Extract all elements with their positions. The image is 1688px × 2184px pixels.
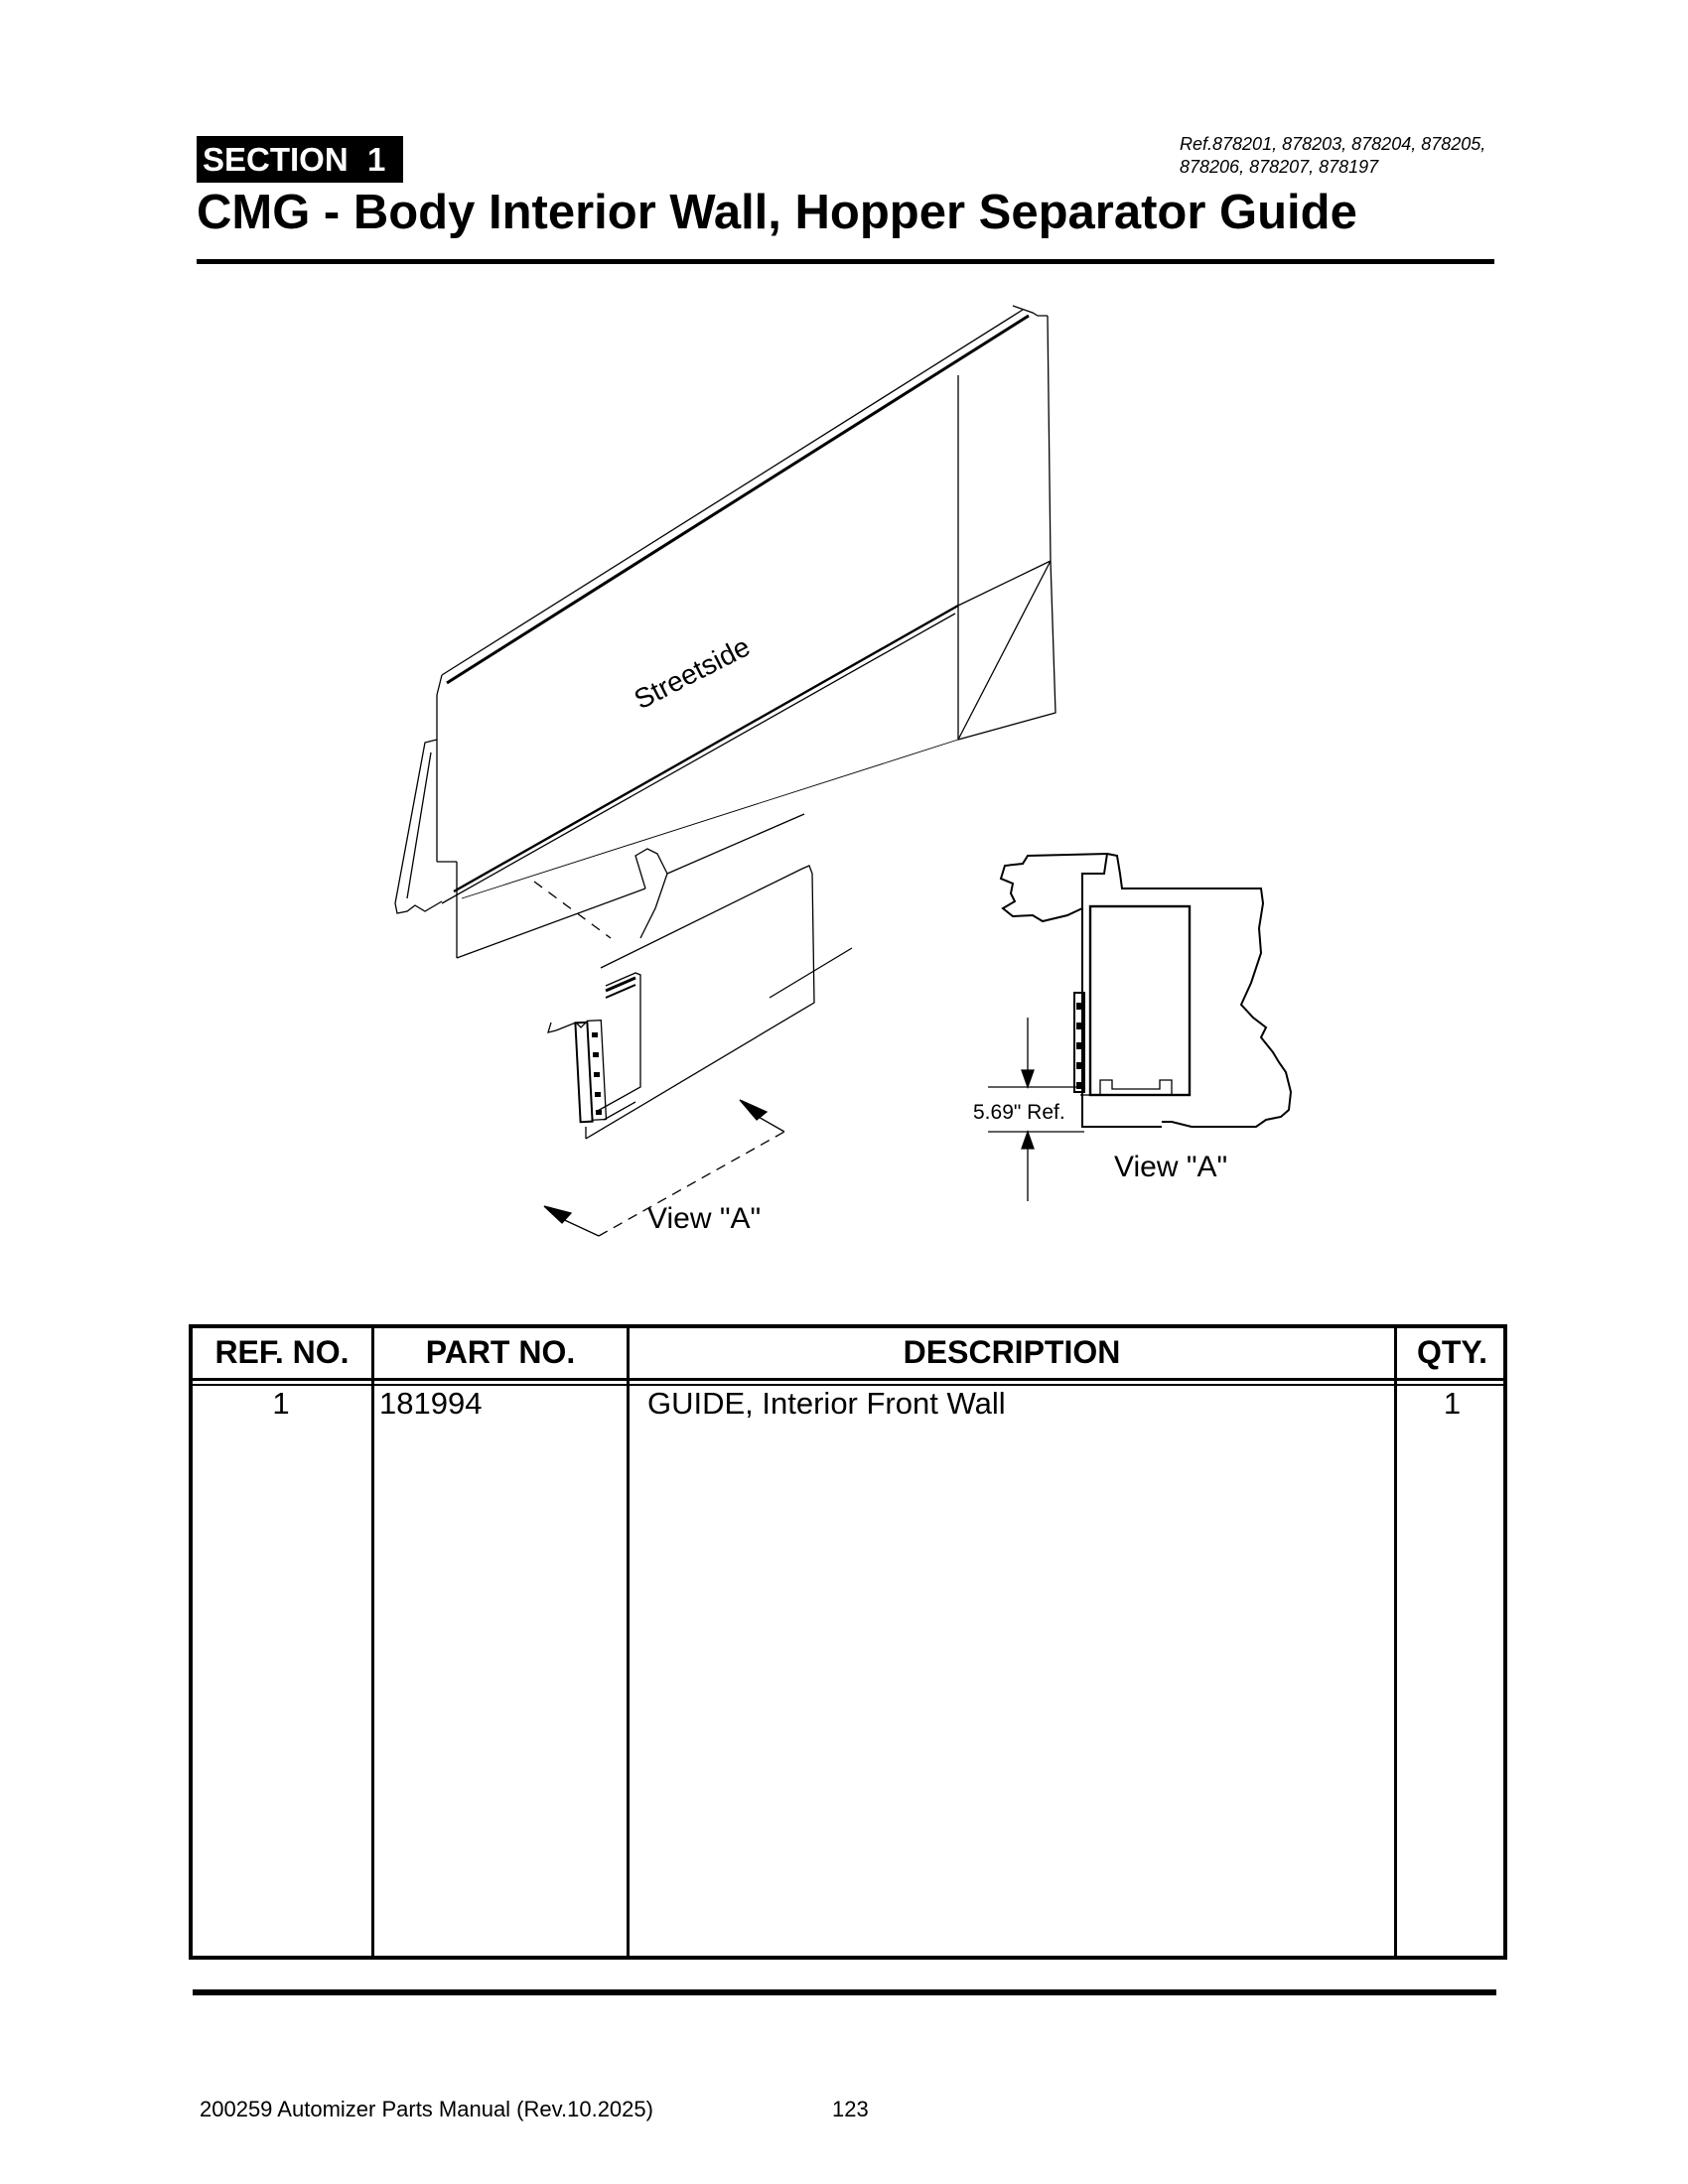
header-description: DESCRIPTION bbox=[903, 1334, 1121, 1370]
wall-label: Streetside bbox=[630, 630, 755, 715]
header-underline bbox=[193, 1384, 1503, 1386]
reference-line-1: Ref.878201, 878203, 878204, 878205, bbox=[1180, 134, 1486, 154]
hopper-separator-guide bbox=[547, 865, 853, 1140]
reference-line-2: 878206, 878207, 878197 bbox=[1180, 157, 1379, 177]
parts-diagram: Streetside View "A" View "A" 5.69" Ref. bbox=[394, 305, 1293, 1237]
view-a-label-left: View "A" bbox=[647, 1202, 761, 1235]
reference-numbers: Ref.878201, 878203, 878204, 878205, 8782… bbox=[1180, 133, 1485, 179]
header-rule bbox=[197, 259, 1494, 264]
section-badge: SECTION 1 bbox=[197, 136, 403, 183]
column-divider bbox=[627, 1328, 630, 1956]
page-number: 123 bbox=[832, 2097, 869, 2121]
view-a-section-marker bbox=[543, 1099, 785, 1237]
column-divider bbox=[1394, 1328, 1397, 1956]
section-number: 1 bbox=[367, 141, 386, 178]
header-part-no: PART NO. bbox=[425, 1334, 576, 1370]
header-ref-no: REF. NO. bbox=[214, 1334, 350, 1370]
dimension-label: 5.69" Ref. bbox=[973, 1101, 1065, 1124]
section-label: SECTION bbox=[203, 141, 349, 178]
header-underline bbox=[193, 1378, 1503, 1381]
cell-qty: 1 bbox=[1443, 1386, 1462, 1421]
cell-part-no: 181994 bbox=[379, 1386, 483, 1421]
cell-description: GUIDE, Interior Front Wall bbox=[647, 1386, 1006, 1421]
parts-table: REF. NO. PART NO. DESCRIPTION QTY. 1 181… bbox=[189, 1324, 1507, 1960]
view-a-label-right: View "A" bbox=[1114, 1151, 1227, 1183]
page-title: CMG - Body Interior Wall, Hopper Separat… bbox=[197, 186, 1357, 239]
interior-wall-panel bbox=[394, 305, 1056, 959]
footer-rule bbox=[193, 1989, 1496, 1995]
cell-ref-no: 1 bbox=[272, 1386, 290, 1421]
footer-manual-title: 200259 Automizer Parts Manual (Rev.10.20… bbox=[200, 2097, 653, 2121]
view-a-detail bbox=[988, 852, 1293, 1201]
header-qty: QTY. bbox=[1416, 1334, 1488, 1370]
column-divider bbox=[371, 1328, 374, 1956]
